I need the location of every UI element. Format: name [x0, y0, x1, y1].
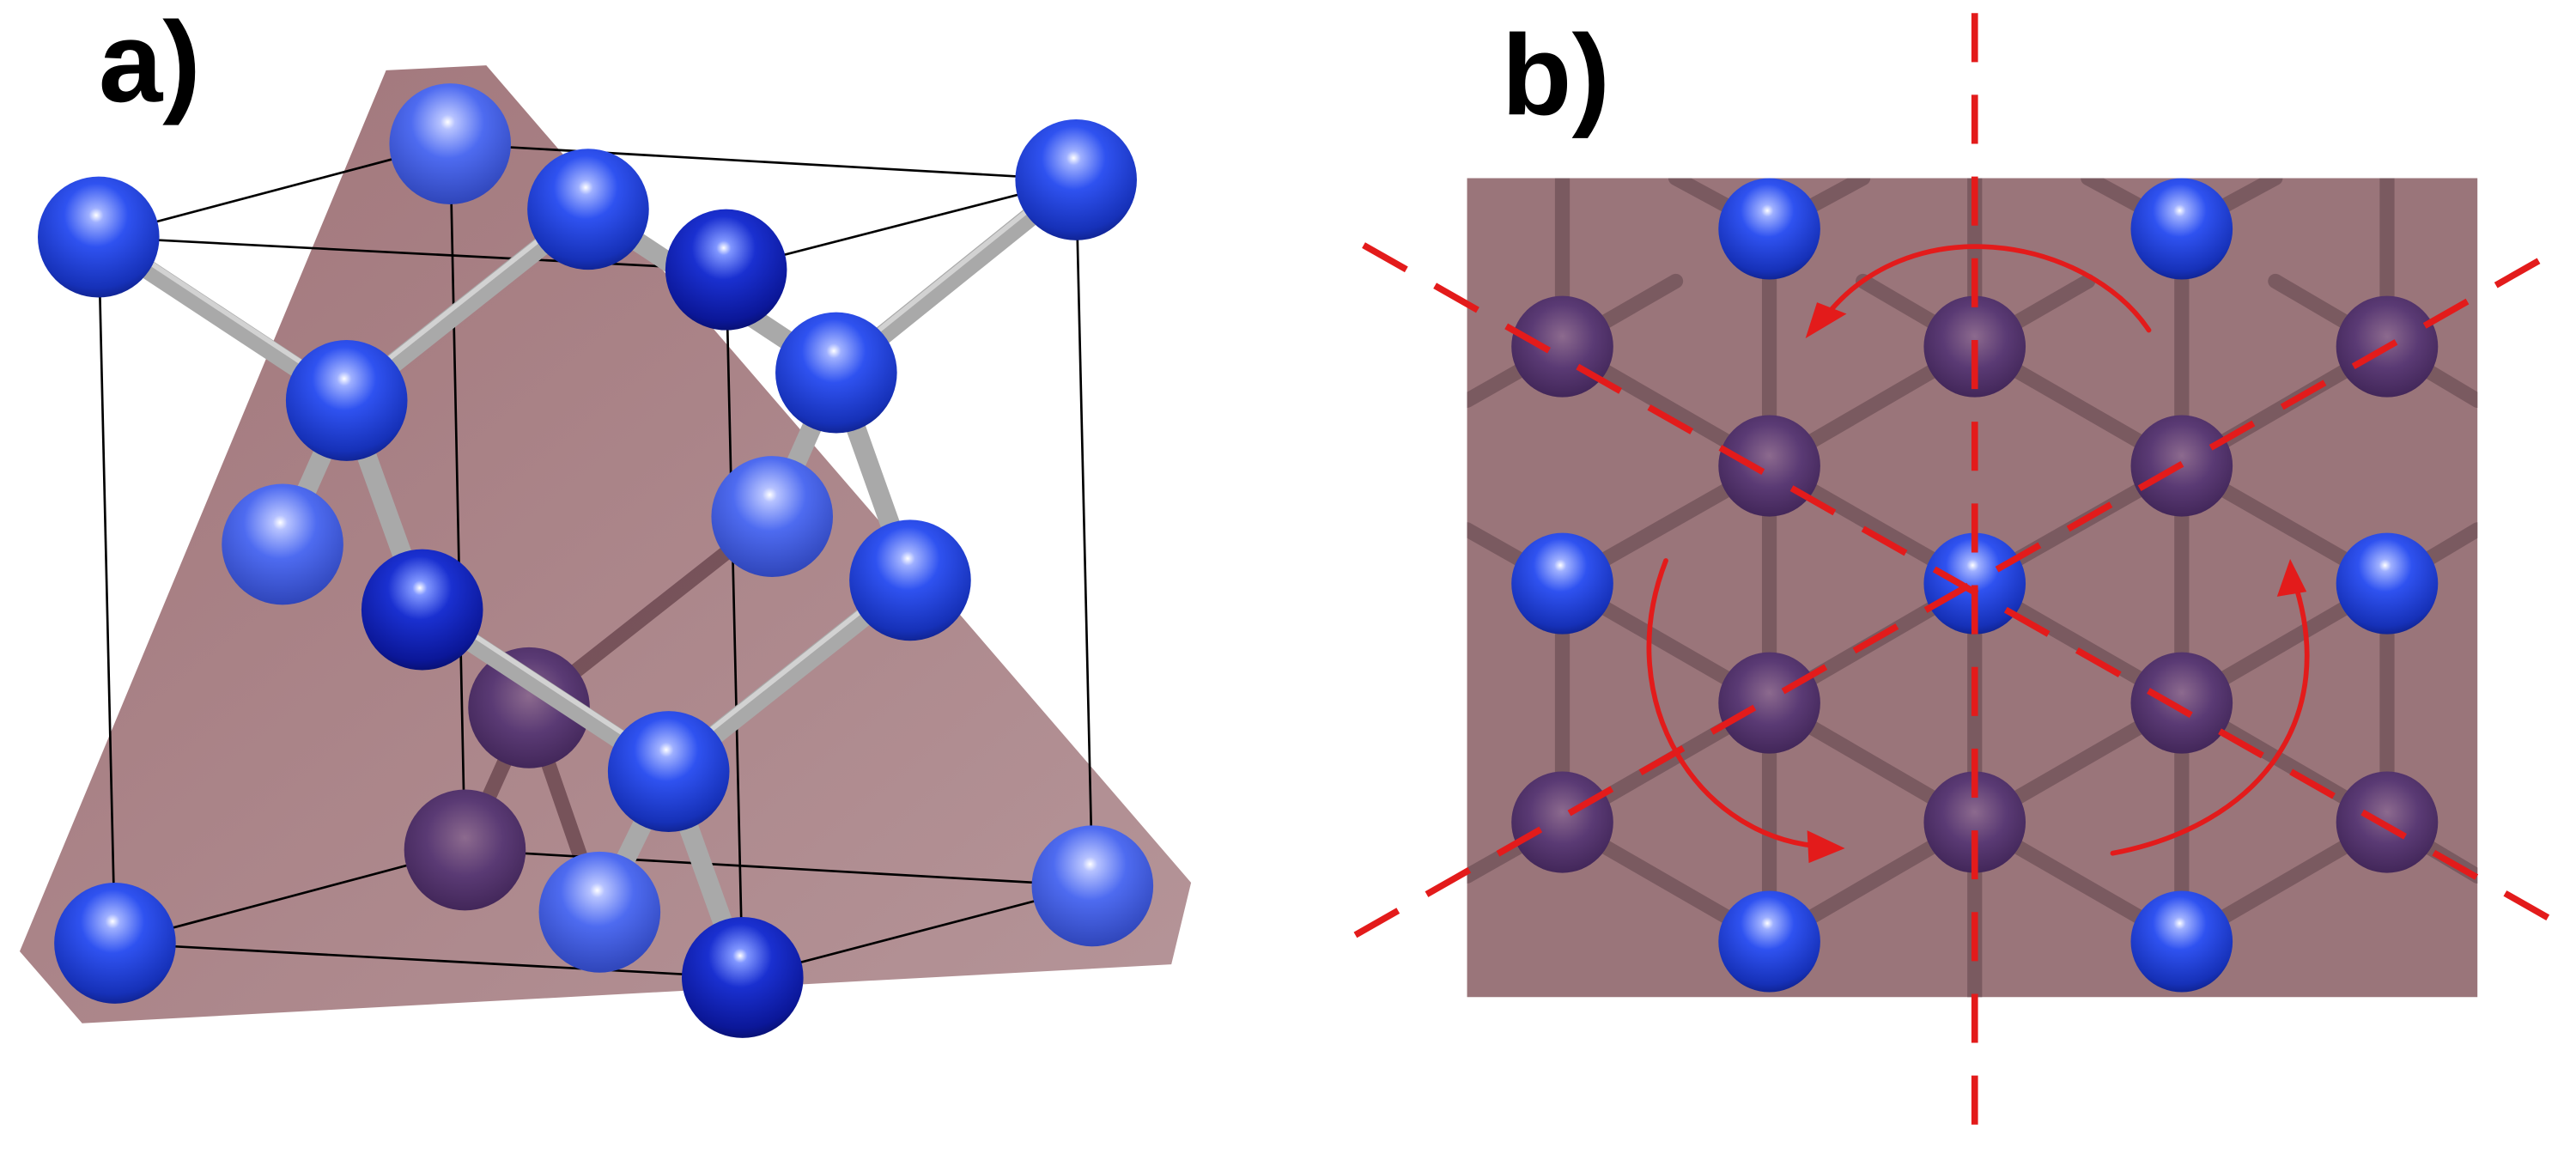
- atom-back: [1718, 415, 1820, 517]
- atom-back: [2130, 652, 2233, 754]
- panel-a: a): [19, 0, 1192, 1038]
- arrowhead-left: [1807, 830, 1845, 864]
- atom: [538, 851, 661, 973]
- atom: [1015, 118, 1137, 240]
- arrowheads: [1805, 302, 2307, 864]
- atom: [665, 209, 787, 331]
- atom-center: [1923, 532, 2026, 635]
- atom: [285, 339, 408, 461]
- atom: [2130, 178, 2233, 280]
- mirror-line-ascending: [1353, 242, 2568, 938]
- atoms-front-a: [38, 83, 1154, 1038]
- atom: [361, 549, 483, 671]
- atom: [682, 916, 804, 1038]
- mirror-lines: [1353, 13, 2575, 1145]
- atom: [1511, 532, 1613, 635]
- atom: [1718, 178, 1820, 280]
- atoms-front-b: [1511, 178, 2439, 993]
- mirror-line-descending: [1362, 242, 2575, 935]
- atom: [2130, 890, 2233, 993]
- atom-back: [2336, 771, 2439, 873]
- atom-back: [1511, 771, 1613, 873]
- atom-back: [1923, 771, 2026, 873]
- atom-back: [1718, 652, 1820, 754]
- rotation-arrow-top: [1818, 244, 2152, 333]
- atom: [607, 711, 730, 832]
- atom: [1031, 825, 1154, 947]
- rotation-arrow-left: [1646, 558, 1830, 849]
- panel-b-label: b): [1502, 12, 1610, 140]
- atom: [711, 456, 834, 577]
- panel-a-label: a): [99, 0, 201, 126]
- atom: [54, 882, 176, 1004]
- atoms-back-b: [1511, 295, 2439, 873]
- atom: [527, 149, 649, 270]
- atom-back: [468, 647, 590, 768]
- atom: [222, 483, 343, 605]
- atom: [775, 312, 897, 434]
- lattice-plane-a: [19, 65, 1192, 1023]
- atom: [849, 519, 971, 641]
- arrowhead-right: [2276, 559, 2307, 597]
- panel-b: b): [1353, 12, 2575, 1145]
- atom-back: [404, 789, 526, 911]
- atom: [2336, 532, 2439, 635]
- atom: [389, 83, 512, 204]
- arrowhead-top: [1805, 302, 1847, 339]
- atom: [38, 176, 160, 298]
- rotation-arrows: [1646, 244, 2310, 856]
- rotation-arrow-right: [2110, 576, 2310, 856]
- atom: [1718, 890, 1820, 993]
